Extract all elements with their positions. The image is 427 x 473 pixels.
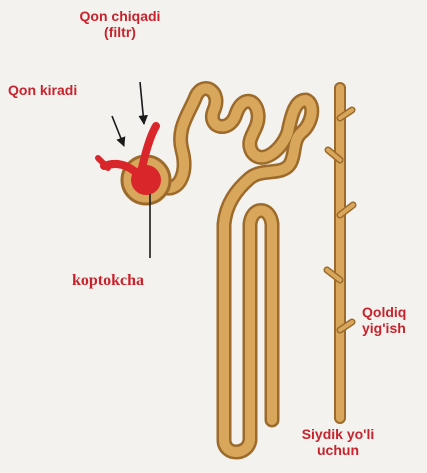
label-urine-line1: Siydik yo'li (302, 426, 375, 442)
glomerulus (98, 126, 170, 204)
label-urine-line2: uchun (317, 442, 359, 458)
label-blood-out-line1: Qon chiqadi (80, 8, 161, 24)
arrow-blood-out (140, 82, 144, 124)
label-remainder-line2: yig'ish (362, 320, 406, 336)
collecting-duct (327, 88, 353, 418)
renal-tubule (166, 89, 312, 452)
label-blood-in: Qon kiradi (8, 82, 77, 98)
arrow-blood-in (112, 116, 124, 146)
label-glomerulus: koptokcha (72, 272, 144, 289)
label-remainder-line1: Qoldiq (362, 304, 406, 320)
label-blood-out-line2: (filtr) (104, 24, 136, 40)
